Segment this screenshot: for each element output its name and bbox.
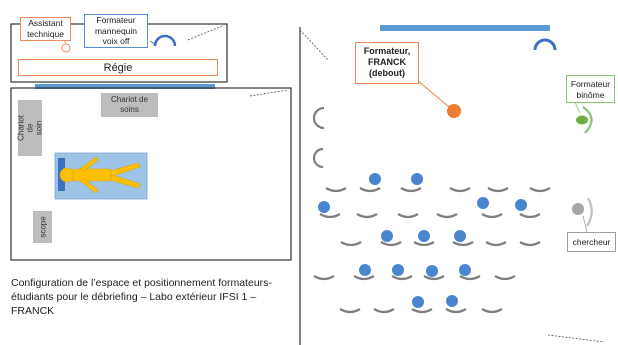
wall-chair-arc [312, 106, 325, 130]
student-icon [369, 173, 381, 185]
scope: scope [33, 211, 52, 243]
chariot-de-soin-left: Chariot de soin [16, 100, 44, 156]
chair-arc-icon [449, 187, 471, 193]
voix-off-seat-arc [153, 34, 177, 47]
top-right-seat-arc [533, 38, 557, 51]
chair-arc-icon [397, 213, 419, 219]
right-room-bottom-hatch [547, 334, 605, 343]
simulation-room-outline [10, 87, 292, 261]
chair-arc-icon [313, 275, 335, 281]
voix-off-pointer [149, 40, 157, 46]
chercheur-pointer [582, 215, 588, 233]
assistant-marker [61, 43, 71, 53]
chair-arc-icon [339, 308, 361, 314]
chair-arc-icon [373, 308, 395, 314]
formateur-binome-label: Formateur binôme [566, 75, 615, 103]
chercheur-marker [572, 203, 584, 215]
student-icon [454, 230, 466, 242]
binome-seat-arc [582, 106, 593, 134]
chair-arc-icon [340, 241, 362, 247]
scope-text: scope [37, 216, 47, 238]
student-icon [359, 264, 371, 276]
chair-arc-icon [481, 213, 503, 219]
student-icon [381, 230, 393, 242]
chair-arc-icon [494, 275, 516, 281]
chair-arc-icon [445, 308, 467, 314]
left-top-wall-bar [35, 84, 215, 89]
chair-arc-icon [485, 241, 507, 247]
student-icon [318, 201, 330, 213]
chair-arc-icon [452, 241, 474, 247]
chair-arc-icon [391, 275, 413, 281]
chair-arc-icon [359, 187, 381, 193]
chair-arc-icon [380, 241, 402, 247]
binome-marker [576, 115, 588, 125]
chair-arc-icon [487, 187, 509, 193]
formateur-voix-off-label: Formateur mannequin voix off [84, 14, 148, 48]
wall-chair-arc [312, 147, 324, 169]
chair-arc-icon [436, 213, 458, 219]
student-icon [459, 264, 471, 276]
chair-arc-icon [413, 241, 435, 247]
student-icon [412, 296, 424, 308]
chariot-de-soin-left-text: Chariot de soin [16, 115, 44, 141]
chariot-de-soins-top: Chariot de soins [101, 93, 158, 117]
chair-arc-icon [319, 213, 341, 219]
franck-marker [447, 104, 461, 118]
control-room-window-hatch [187, 25, 223, 41]
formateur-franck-label: Formateur, FRANCK (debout) [355, 42, 419, 84]
student-icon [515, 199, 527, 211]
chair-arc-icon [411, 308, 433, 314]
student-dots [318, 173, 527, 308]
student-icon [418, 230, 430, 242]
chair-arc-icon [353, 275, 375, 281]
student-icon [477, 197, 489, 209]
regie-label: Régie [18, 59, 218, 76]
figure-caption: Configuration de l’espace et positionnem… [11, 277, 272, 317]
assistant-technique-label: Assistant technique [20, 17, 71, 41]
chair-arc-icon [356, 213, 378, 219]
simulation-room-window-hatch [249, 89, 289, 97]
right-top-wall-bar [380, 25, 550, 31]
chair-arc-icon [423, 275, 445, 281]
chair-arc-icon [529, 187, 551, 193]
chair-arc-icon [519, 241, 541, 247]
chair-arc-icon [481, 308, 503, 314]
patient-mannequin-icon [59, 156, 141, 194]
chair-arc-icon [519, 213, 541, 219]
chair-arcs [313, 187, 551, 314]
chercheur-label: chercheur [567, 232, 616, 252]
student-icon [392, 264, 404, 276]
chair-arc-icon [400, 187, 422, 193]
chair-arc-icon [325, 187, 347, 193]
right-room-top-hatch [299, 29, 329, 61]
chercheur-seat-arc [586, 197, 593, 227]
franck-pointer [416, 79, 450, 108]
student-icon [426, 265, 438, 277]
chair-arc-icon [459, 275, 481, 281]
student-icon [411, 173, 423, 185]
student-icon [446, 295, 458, 307]
